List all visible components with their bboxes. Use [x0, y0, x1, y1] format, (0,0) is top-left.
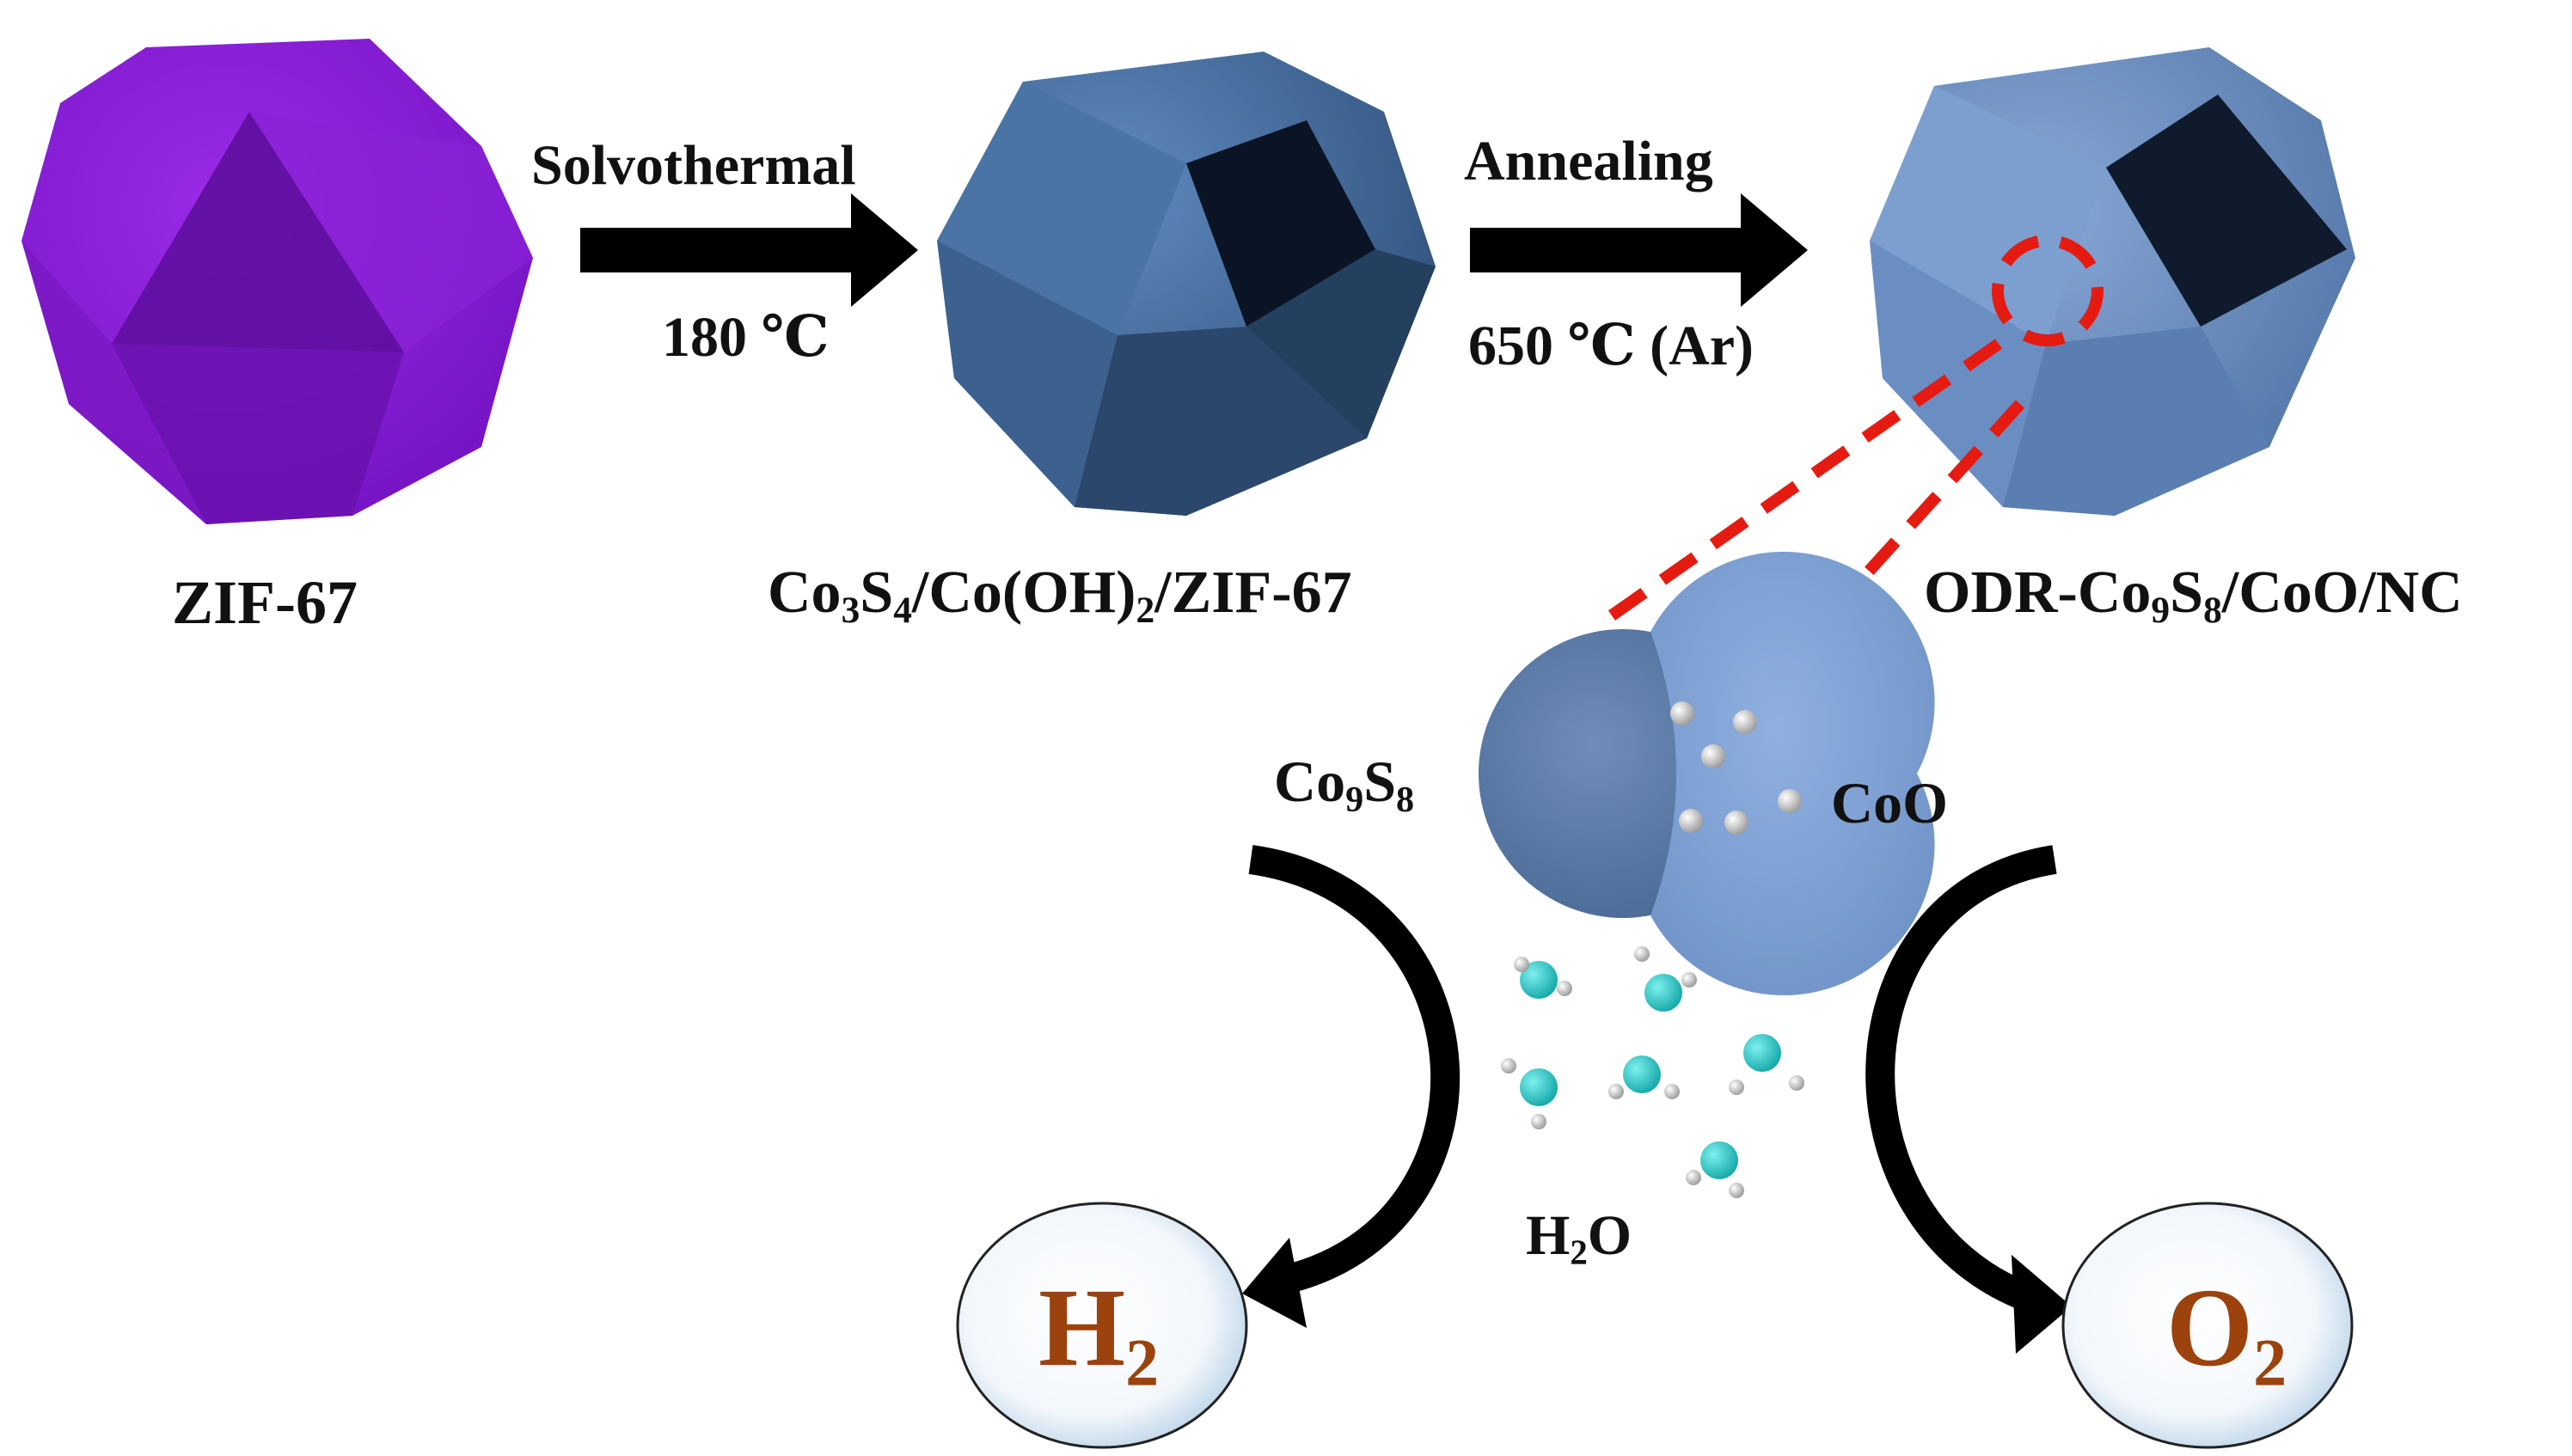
zif67-label: ZIF-67 [172, 568, 358, 637]
h2-bubble [956, 1202, 1248, 1449]
h2-label: H2 [1038, 1266, 1160, 1400]
water-label: H2O [1526, 1204, 1632, 1272]
step2-label: Annealing [1464, 130, 1713, 193]
o2-label: O2 [2166, 1266, 2287, 1400]
intermediate-crystal [937, 52, 1436, 516]
water-molecule [1729, 1034, 1804, 1095]
arrow-to-h2 [1242, 845, 1461, 1328]
arrow-to-o2 [1865, 845, 2072, 1354]
water-molecule [1634, 946, 1697, 1012]
step1-condition: 180 ℃ [662, 306, 830, 369]
water-molecule [1514, 957, 1572, 999]
co9s8-label: Co9S8 [1274, 749, 1415, 820]
arrow-annealing [1470, 193, 1808, 307]
zif67-crystal [21, 39, 533, 524]
water-molecule [1501, 1058, 1558, 1129]
water-molecules [1501, 946, 1804, 1198]
co9s8-coo-particle [1479, 551, 1935, 996]
product-crystal [1870, 47, 2355, 516]
step1-label: Solvothermal [531, 134, 856, 197]
intermediate-label: Co3S4/Co(OH)2/ZIF-67 [768, 560, 1352, 632]
water-molecule [1686, 1141, 1744, 1198]
arrow-solvothermal [580, 193, 918, 307]
step2-condition: 650 ℃ (Ar) [1468, 315, 1754, 377]
coo-label: CoO [1831, 770, 1948, 835]
water-molecule [1608, 1055, 1680, 1099]
product-label: ODR-Co9S8/CoO/NC [1924, 560, 2463, 632]
o2-bubble [2061, 1202, 2354, 1449]
